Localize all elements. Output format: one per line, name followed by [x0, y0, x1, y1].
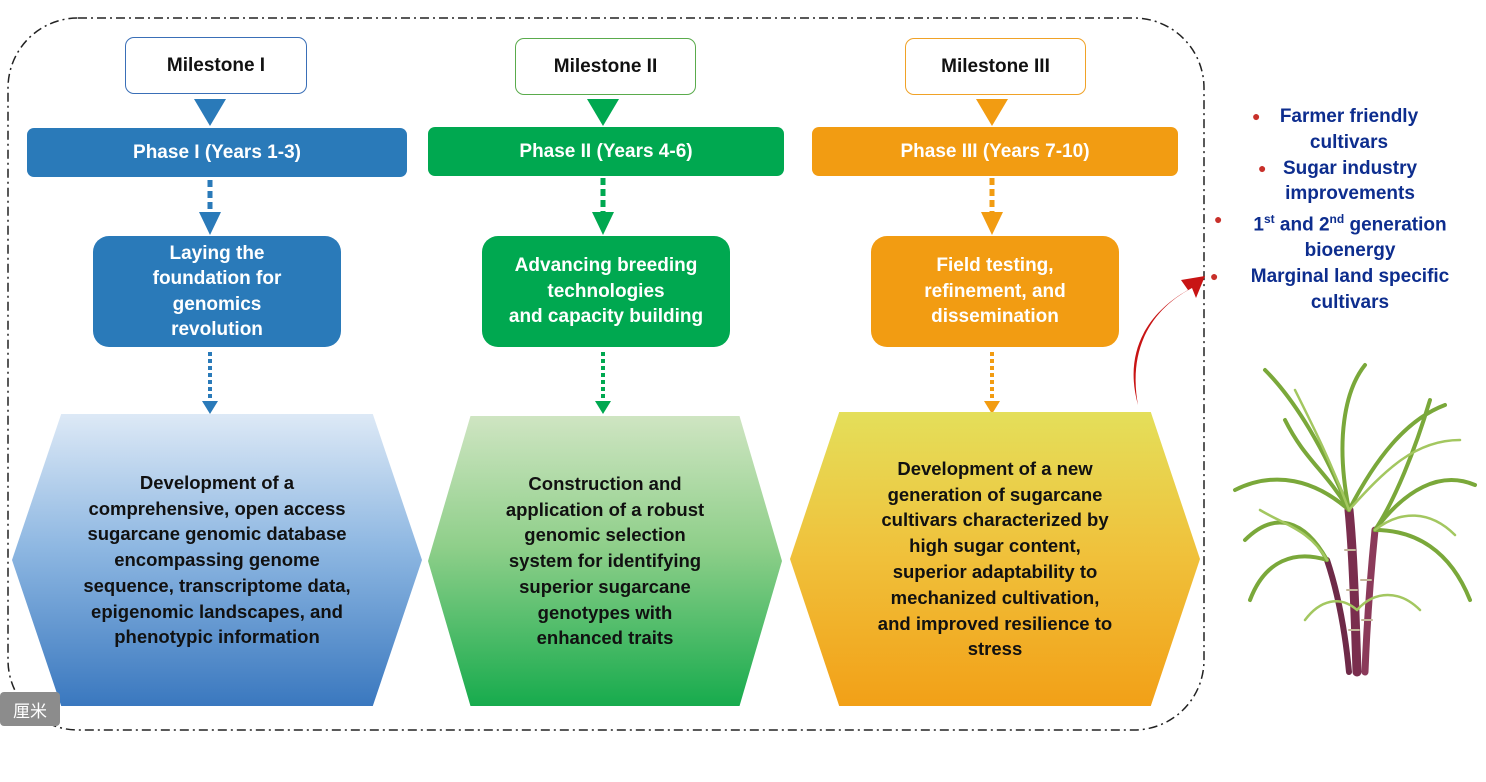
outcome-2-line-7: enhanced traits	[536, 627, 674, 649]
phase-3: Phase III (Years 7-10)	[812, 127, 1178, 176]
milestone-arrow-3	[976, 99, 1008, 126]
milestone-arrow-1	[194, 99, 226, 126]
milestone-2-label: Milestone II	[553, 55, 658, 77]
goal-1-line-3: genomics	[172, 293, 262, 315]
outcome-3-line-7: and improved resilience to	[877, 612, 1113, 634]
outcome-hexagon-3: Development of a new generation of sugar…	[790, 412, 1200, 706]
impact-arrow	[1133, 276, 1205, 405]
impact-4-line-2: cultivars	[1310, 291, 1390, 313]
milestone-2: Milestone II	[515, 38, 696, 95]
milestone-3-label: Milestone III	[941, 55, 1050, 77]
milestone-3: Milestone III	[905, 38, 1086, 95]
outcome-2-line-3: genomic selection	[524, 524, 686, 546]
outcome-2-line-6: genotypes with	[537, 601, 673, 623]
outcome-3-line-4: high sugar content,	[909, 535, 1081, 557]
goal-3-line-3: dissemination	[931, 306, 1059, 328]
impact-item: ● Marginal land specific cultivars	[1202, 264, 1486, 316]
goal-2-line-3: and capacity building	[508, 306, 704, 328]
outcome-1-line-1: Development of a	[139, 471, 295, 493]
outcome-1-line-2: comprehensive, open access	[88, 497, 346, 519]
unit-badge: 厘米	[0, 692, 60, 726]
milestone-1-label: Milestone I	[166, 54, 266, 76]
impact-item: ● Farmer friendly cultivars	[1200, 104, 1486, 156]
milestone-arrow-2	[587, 99, 619, 126]
goal-2: Advancing breeding technologies and capa…	[482, 236, 730, 347]
outcome-hexagon-1: Development of a comprehensive, open acc…	[12, 414, 422, 706]
outcome-1-line-7: phenotypic information	[114, 626, 320, 648]
impact-list: ● Farmer friendly cultivars ● Sugar indu…	[1210, 104, 1486, 316]
impact-item: ● Sugar industry improvements	[1202, 156, 1486, 208]
bullet-icon: ●	[1258, 159, 1267, 176]
goal-1-line-4: revolution	[171, 319, 263, 340]
goal-2-line-1: Advancing breeding	[514, 255, 698, 277]
outcome-2-line-2: application of a robust	[505, 498, 705, 520]
phase-2-label: Phase II (Years 4-6)	[519, 140, 693, 162]
goal-3: Field testing, refinement, and dissemina…	[871, 236, 1119, 347]
phase-1-label: Phase I (Years 1-3)	[133, 141, 301, 163]
outcome-1-line-5: sequence, transcriptome data,	[83, 574, 351, 596]
impact-1-line-1: Farmer friendly	[1279, 106, 1419, 127]
impact-3-line-1: 1st and 2nd generation	[1253, 212, 1447, 236]
milestone-1: Milestone I	[125, 37, 307, 94]
goal-3-line-2: refinement, and	[924, 280, 1066, 302]
outcome-hexagon-2: Construction and application of a robust…	[428, 416, 782, 706]
outcome-3-line-6: mechanized cultivation,	[890, 586, 1100, 608]
outcome-3-line-1: Development of a new	[897, 457, 1093, 479]
phase-3-label: Phase III (Years 7-10)	[900, 140, 1090, 162]
impact-4-line-1: Marginal land specific	[1250, 266, 1450, 288]
outcome-3-line-2: generation of sugarcane	[887, 483, 1103, 505]
unit-badge-label: 厘米	[13, 701, 47, 721]
bullet-icon: ●	[1252, 108, 1261, 124]
impact-1-line-2: cultivars	[1309, 131, 1389, 153]
outcome-1-line-3: sugarcane genomic database	[87, 523, 347, 545]
phase-2: Phase II (Years 4-6)	[428, 127, 784, 176]
outcome-2-line-4: system for identifying	[508, 550, 702, 572]
outcome-2-line-1: Construction and	[528, 472, 682, 494]
goal-3-line-1: Field testing,	[936, 255, 1054, 277]
impact-2-line-1: Sugar industry	[1282, 157, 1418, 179]
bullet-icon: ●	[1214, 211, 1223, 228]
outcome-3-line-3: cultivars characterized by	[881, 509, 1109, 531]
outcome-3-line-8: stress	[967, 638, 1023, 660]
bullet-icon: ●	[1210, 268, 1219, 285]
impact-item: ● 1st and 2nd generation bioenergy	[1202, 207, 1486, 264]
sugarcane-plant-illustration	[1233, 363, 1477, 677]
goal-2-line-2: technologies	[547, 280, 665, 302]
impact-3-line-2: bioenergy	[1304, 240, 1396, 262]
outcome-2-line-5: superior sugarcane	[519, 575, 691, 597]
impact-2-line-2: improvements	[1285, 183, 1415, 205]
goal-1: Laying the foundation for genomics revol…	[93, 236, 341, 347]
outcome-3-line-5: superior adaptability to	[892, 561, 1098, 582]
goal-1-line-1: Laying the	[169, 242, 265, 264]
outcome-1-line-6: epigenomic landscapes, and	[91, 600, 343, 622]
goal-1-line-2: foundation for	[152, 268, 282, 289]
outcome-1-line-4: encompassing genome	[114, 549, 320, 571]
phase-1: Phase I (Years 1-3)	[27, 128, 407, 177]
